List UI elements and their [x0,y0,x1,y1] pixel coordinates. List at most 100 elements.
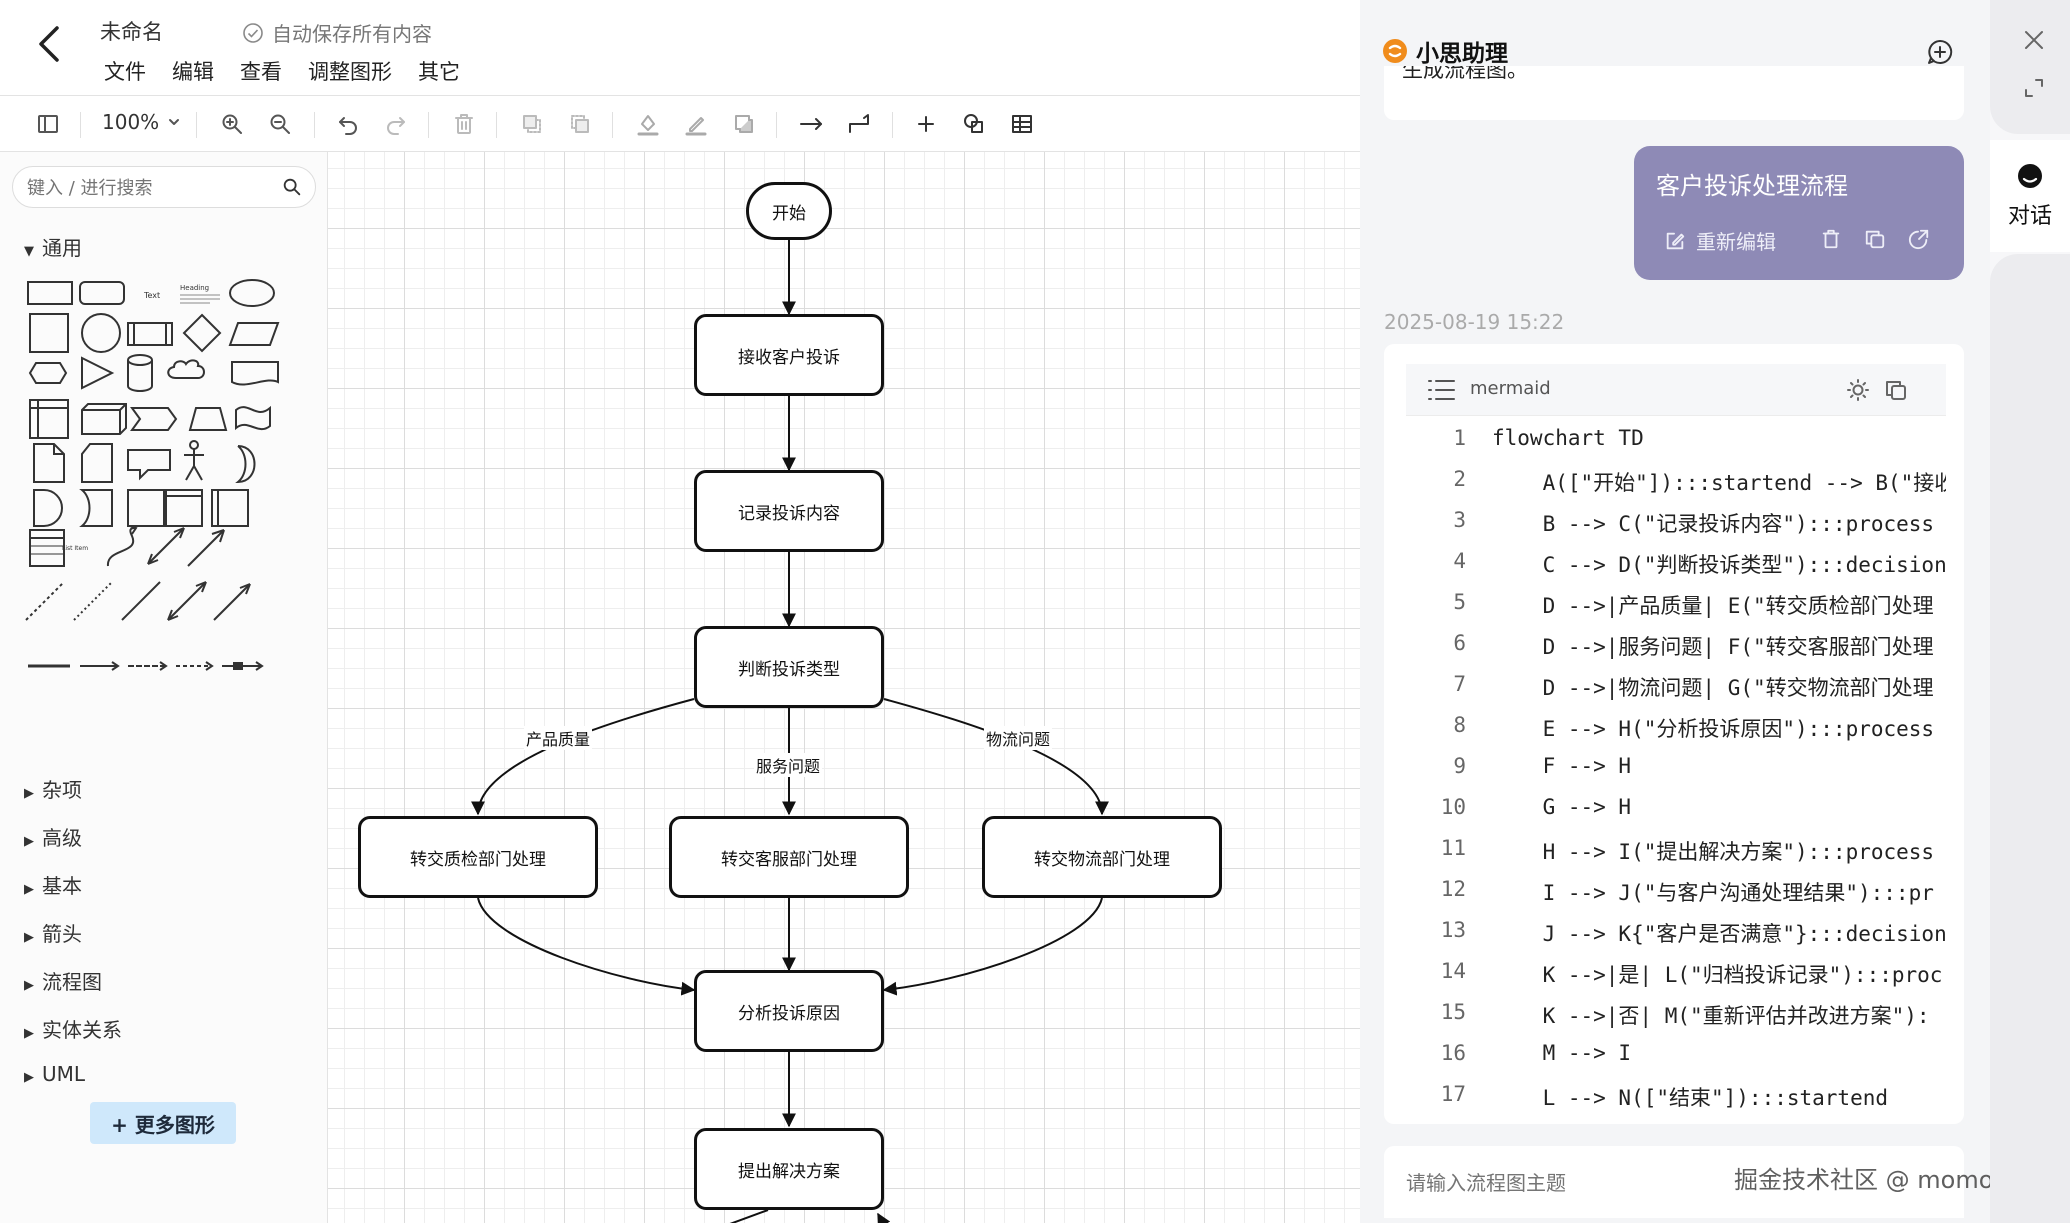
node-service-dept[interactable]: 转交客服部门处理 [669,816,909,898]
line-color-button[interactable] [678,106,714,142]
topic-input[interactable] [1406,1168,1706,1198]
shape-search-input[interactable] [27,175,267,201]
menu-edit[interactable]: 编辑 [172,60,214,84]
back-button[interactable] [28,22,68,66]
shadow-button[interactable] [726,106,762,142]
diagram-canvas[interactable]: 开始 接收客户投诉 记录投诉内容 判断投诉类型 转交质检部门处理 转交客服部门处… [328,152,1360,1223]
edge-label-service-issue[interactable]: 服务问题 [754,753,823,777]
rail-bottom-panel [1990,254,2070,1223]
send-to-back-icon [571,115,589,133]
redo-button[interactable] [378,106,414,142]
category-uml[interactable]: ▶UML [24,1062,85,1086]
category-basic[interactable]: ▶基本 [24,870,82,899]
expand-icon[interactable] [2022,76,2046,100]
fill-color-button[interactable] [630,106,666,142]
node-start[interactable]: 开始 [746,182,832,240]
edge-label-logistics-issue[interactable]: 物流问题 [984,726,1053,750]
menu-view[interactable]: 查看 [240,60,282,84]
code-line[interactable]: F --> H [1492,754,1632,778]
to-front-button[interactable] [514,106,550,142]
menu-extras[interactable]: 其它 [418,60,460,84]
node-quality-dept[interactable]: 转交质检部门处理 [358,816,598,898]
search-icon[interactable] [281,176,303,198]
insert-button[interactable] [908,106,944,142]
shape-heading-sample: Heading [180,284,209,292]
editor-header: 未命名 自动保存所有内容 文件 编辑 查看 调整图形 其它 [0,0,1360,96]
category-general[interactable]: ▼通用 [24,232,82,261]
edge-D-E [471,698,695,816]
new-chat-button[interactable] [1926,38,1954,70]
code-line-number: 1 [1453,426,1466,450]
menu-file[interactable]: 文件 [104,60,146,84]
toggle-sidebar-button[interactable] [30,106,66,142]
code-line[interactable]: flowchart TD [1492,426,1644,450]
zoom-out-button[interactable] [262,106,298,142]
waypoints-button[interactable] [842,106,878,142]
code-line[interactable]: J --> K{"客户是否满意"}:::decision [1492,922,1946,946]
more-shapes-button[interactable]: + 更多图形 [90,1102,236,1144]
copy-icon[interactable] [1884,378,1908,402]
node-propose-solution[interactable]: 提出解决方案 [694,1128,884,1210]
undo-icon [339,117,357,135]
code-line[interactable]: K -->|是| L("归档投诉记录"):::proc [1492,963,1943,987]
code-line[interactable]: M --> I [1492,1041,1632,1065]
chevron-left-icon [39,26,59,62]
code-line[interactable]: L --> N(["结束"]):::startend [1492,1086,1889,1110]
share-icon[interactable] [1908,228,1930,250]
code-line[interactable]: D -->|物流问题| G("转交物流部门处理 [1492,676,1934,700]
node-logistics-dept[interactable]: 转交物流部门处理 [982,816,1222,898]
code-line-number: 2 [1453,467,1466,491]
theme-sun-icon[interactable] [1846,378,1870,402]
menu-arrange[interactable]: 调整图形 [308,60,392,84]
assistant-logo-icon [1383,39,1407,63]
edit-message-button[interactable]: 重新编辑 [1664,226,1776,255]
general-shapes-grid[interactable]: Text Heading List Item [20,274,320,754]
code-line[interactable]: A(["开始"]):::startend --> B("接收 [1492,471,1946,495]
node-judge-type[interactable]: 判断投诉类型 [694,626,884,708]
rail-chat-tab[interactable]: 对话 [1990,140,2070,252]
undo-button[interactable] [330,106,366,142]
code-line[interactable]: E --> H("分析投诉原因"):::process [1492,717,1935,741]
code-line-number: 11 [1440,836,1466,860]
node-receive-complaint[interactable]: 接收客户投诉 [694,314,884,396]
code-line[interactable]: H --> I("提出解决方案"):::process [1492,840,1935,864]
delete-button[interactable] [446,106,482,142]
code-line[interactable]: B --> C("记录投诉内容"):::process [1492,512,1935,536]
code-line[interactable]: D -->|服务问题| F("转交客服部门处理 [1492,635,1934,659]
category-arrows[interactable]: ▶箭头 [24,918,82,947]
code-line[interactable]: G --> H [1492,795,1632,819]
shape-search[interactable] [12,166,316,208]
caret-right-icon: ▶ [24,930,34,945]
category-label: UML [42,1062,86,1086]
shapes-button[interactable] [956,106,992,142]
zoom-select[interactable]: 100% [102,110,181,134]
watermark: 掘金技术社区 @ momo458 [1734,1166,2040,1194]
node-analyze-cause[interactable]: 分析投诉原因 [694,970,884,1052]
category-entity-relation[interactable]: ▶实体关系 [24,1014,122,1043]
edge-label-product-quality[interactable]: 产品质量 [524,726,593,750]
table-button[interactable] [1004,106,1040,142]
user-message-text: 客户投诉处理流程 [1656,172,1848,200]
to-back-button[interactable] [562,106,598,142]
node-record-complaint[interactable]: 记录投诉内容 [694,470,884,552]
code-line[interactable]: D -->|产品质量| E("转交质检部门处理 [1492,594,1934,618]
code-line-number: 15 [1440,1000,1466,1024]
check-circle-icon [243,22,263,43]
chat-icon [2018,164,2042,188]
autosave-status: 自动保存所有内容 [242,18,432,47]
user-message-bubble: 客户投诉处理流程 重新编辑 [1634,146,1964,280]
code-line[interactable]: I --> J("与客户沟通处理结果"):::pr [1492,881,1934,905]
trash-icon[interactable] [1820,228,1842,250]
category-flowchart[interactable]: ▶流程图 [24,966,102,995]
category-advanced[interactable]: ▶高级 [24,822,82,851]
code-line[interactable]: C --> D("判断投诉类型"):::decision [1492,553,1946,577]
document-title[interactable]: 未命名 [100,20,163,44]
code-line[interactable]: K -->|否| M("重新评估并改进方案"): [1492,1004,1930,1028]
connection-button[interactable] [794,106,830,142]
zoom-in-button[interactable] [214,106,250,142]
category-misc[interactable]: ▶杂项 [24,774,82,803]
code-block-header: mermaid [1406,364,1946,416]
close-icon[interactable] [2022,28,2046,52]
topic-input-box[interactable] [1384,1146,1964,1218]
copy-icon[interactable] [1864,228,1886,250]
